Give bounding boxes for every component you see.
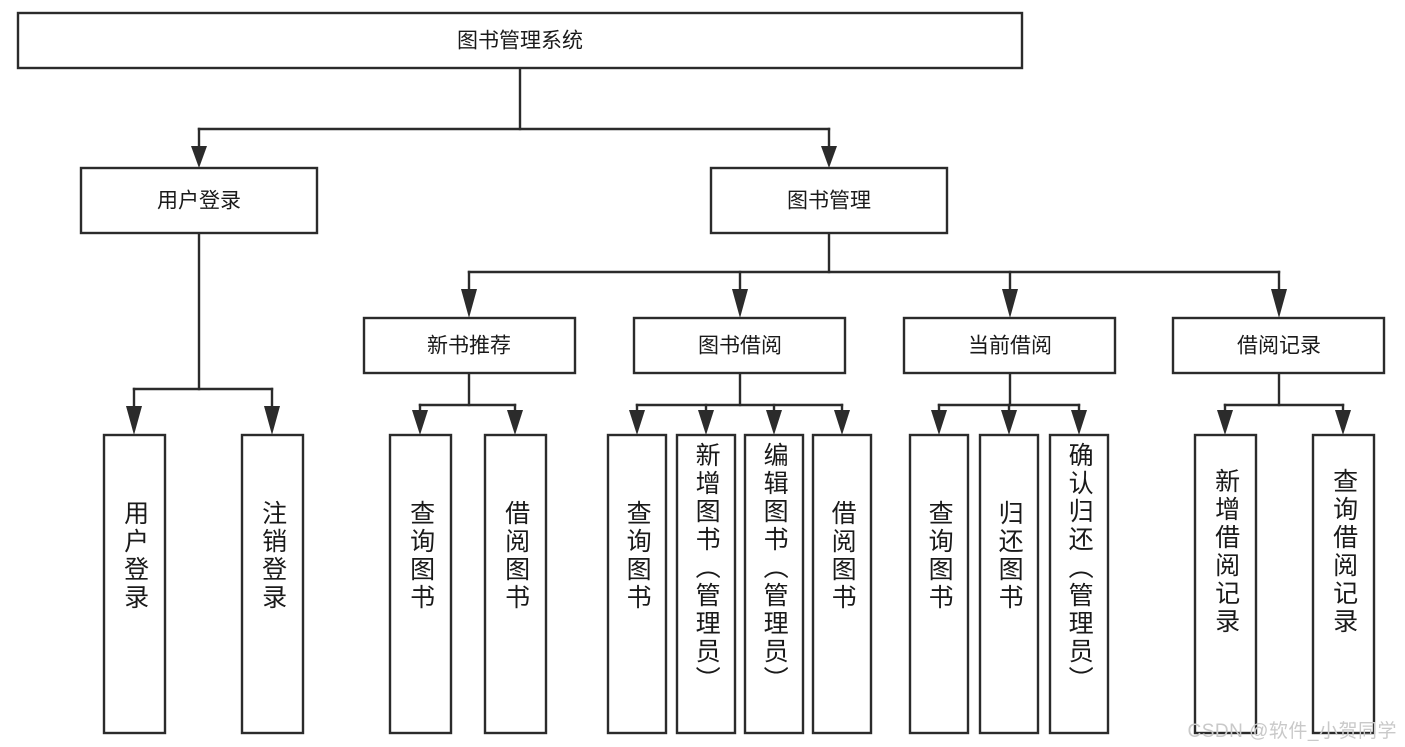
node-label-root: 图书管理系统: [457, 30, 583, 53]
arrow-to-leaf-confirm-return: [1071, 410, 1087, 435]
node-box-leaf-edit-book[interactable]: [743, 433, 805, 735]
node-box-root[interactable]: [16, 11, 1024, 70]
arrow-to-book-manage: [821, 146, 837, 168]
node-box-leaf-borrow-book-2[interactable]: [811, 433, 873, 735]
node-box-leaf-confirm-return[interactable]: [1048, 433, 1110, 735]
node-box-borrow-record[interactable]: [1171, 316, 1386, 375]
arrow-to-leaf-add-record: [1217, 410, 1233, 435]
arrow-to-leaf-edit-book: [766, 410, 782, 435]
node-layer: 图书管理系统 用户登录 图书管理 新书推荐 图书借阅 当前借阅 借阅记录: [16, 11, 1386, 735]
node-box-leaf-query-book-1[interactable]: [388, 433, 453, 735]
node-label-user-login: 用户登录: [157, 190, 241, 213]
node-box-leaf-query-book-3[interactable]: [908, 433, 970, 735]
arrow-to-borrow-record: [1271, 289, 1287, 318]
node-box-user-login[interactable]: [79, 166, 319, 235]
arrow-to-leaf-query-record: [1335, 410, 1351, 435]
arrow-to-leaf-borrow-book-2: [834, 410, 850, 435]
node-box-book-manage[interactable]: [709, 166, 949, 235]
arrow-to-current-borrow: [1002, 289, 1018, 318]
node-box-current-borrow[interactable]: [902, 316, 1117, 375]
node-box-leaf-borrow-book-1[interactable]: [483, 433, 548, 735]
node-label-book-manage: 图书管理: [787, 190, 871, 213]
arrow-to-leaf-user-login: [126, 406, 142, 435]
arrow-to-leaf-query-book-2: [629, 410, 645, 435]
csdn-watermark: CSDN @软件_小贺同学: [1187, 721, 1397, 742]
node-box-leaf-add-book[interactable]: [675, 433, 737, 735]
node-box-leaf-query-book-2[interactable]: [606, 433, 668, 735]
node-box-leaf-return-book[interactable]: [978, 433, 1040, 735]
node-label-current-borrow: 当前借阅: [968, 335, 1052, 358]
arrow-to-leaf-query-book-3: [931, 410, 947, 435]
arrow-to-leaf-add-book: [698, 410, 714, 435]
arrow-to-user-login: [191, 146, 207, 168]
node-label-borrow-record: 借阅记录: [1237, 335, 1321, 358]
arrow-to-leaf-borrow-book-1: [507, 410, 523, 435]
node-box-new-book-recommend[interactable]: [362, 316, 577, 375]
node-label-book-borrow: 图书借阅: [698, 335, 782, 358]
arrow-to-leaf-return-book: [1001, 410, 1017, 435]
node-box-leaf-logout[interactable]: [240, 433, 305, 735]
arrow-to-leaf-query-book-1: [412, 410, 428, 435]
node-box-book-borrow[interactable]: [632, 316, 847, 375]
node-label-new-book-recommend: 新书推荐: [427, 335, 511, 358]
arrow-to-leaf-logout: [264, 406, 280, 435]
arrow-to-new-book-recommend: [461, 289, 477, 318]
node-box-leaf-query-record[interactable]: [1311, 433, 1376, 735]
node-box-leaf-user-login[interactable]: [102, 433, 167, 735]
node-box-leaf-add-record[interactable]: [1193, 433, 1258, 735]
arrow-to-book-borrow: [732, 289, 748, 318]
connector-layer: [126, 66, 1351, 435]
